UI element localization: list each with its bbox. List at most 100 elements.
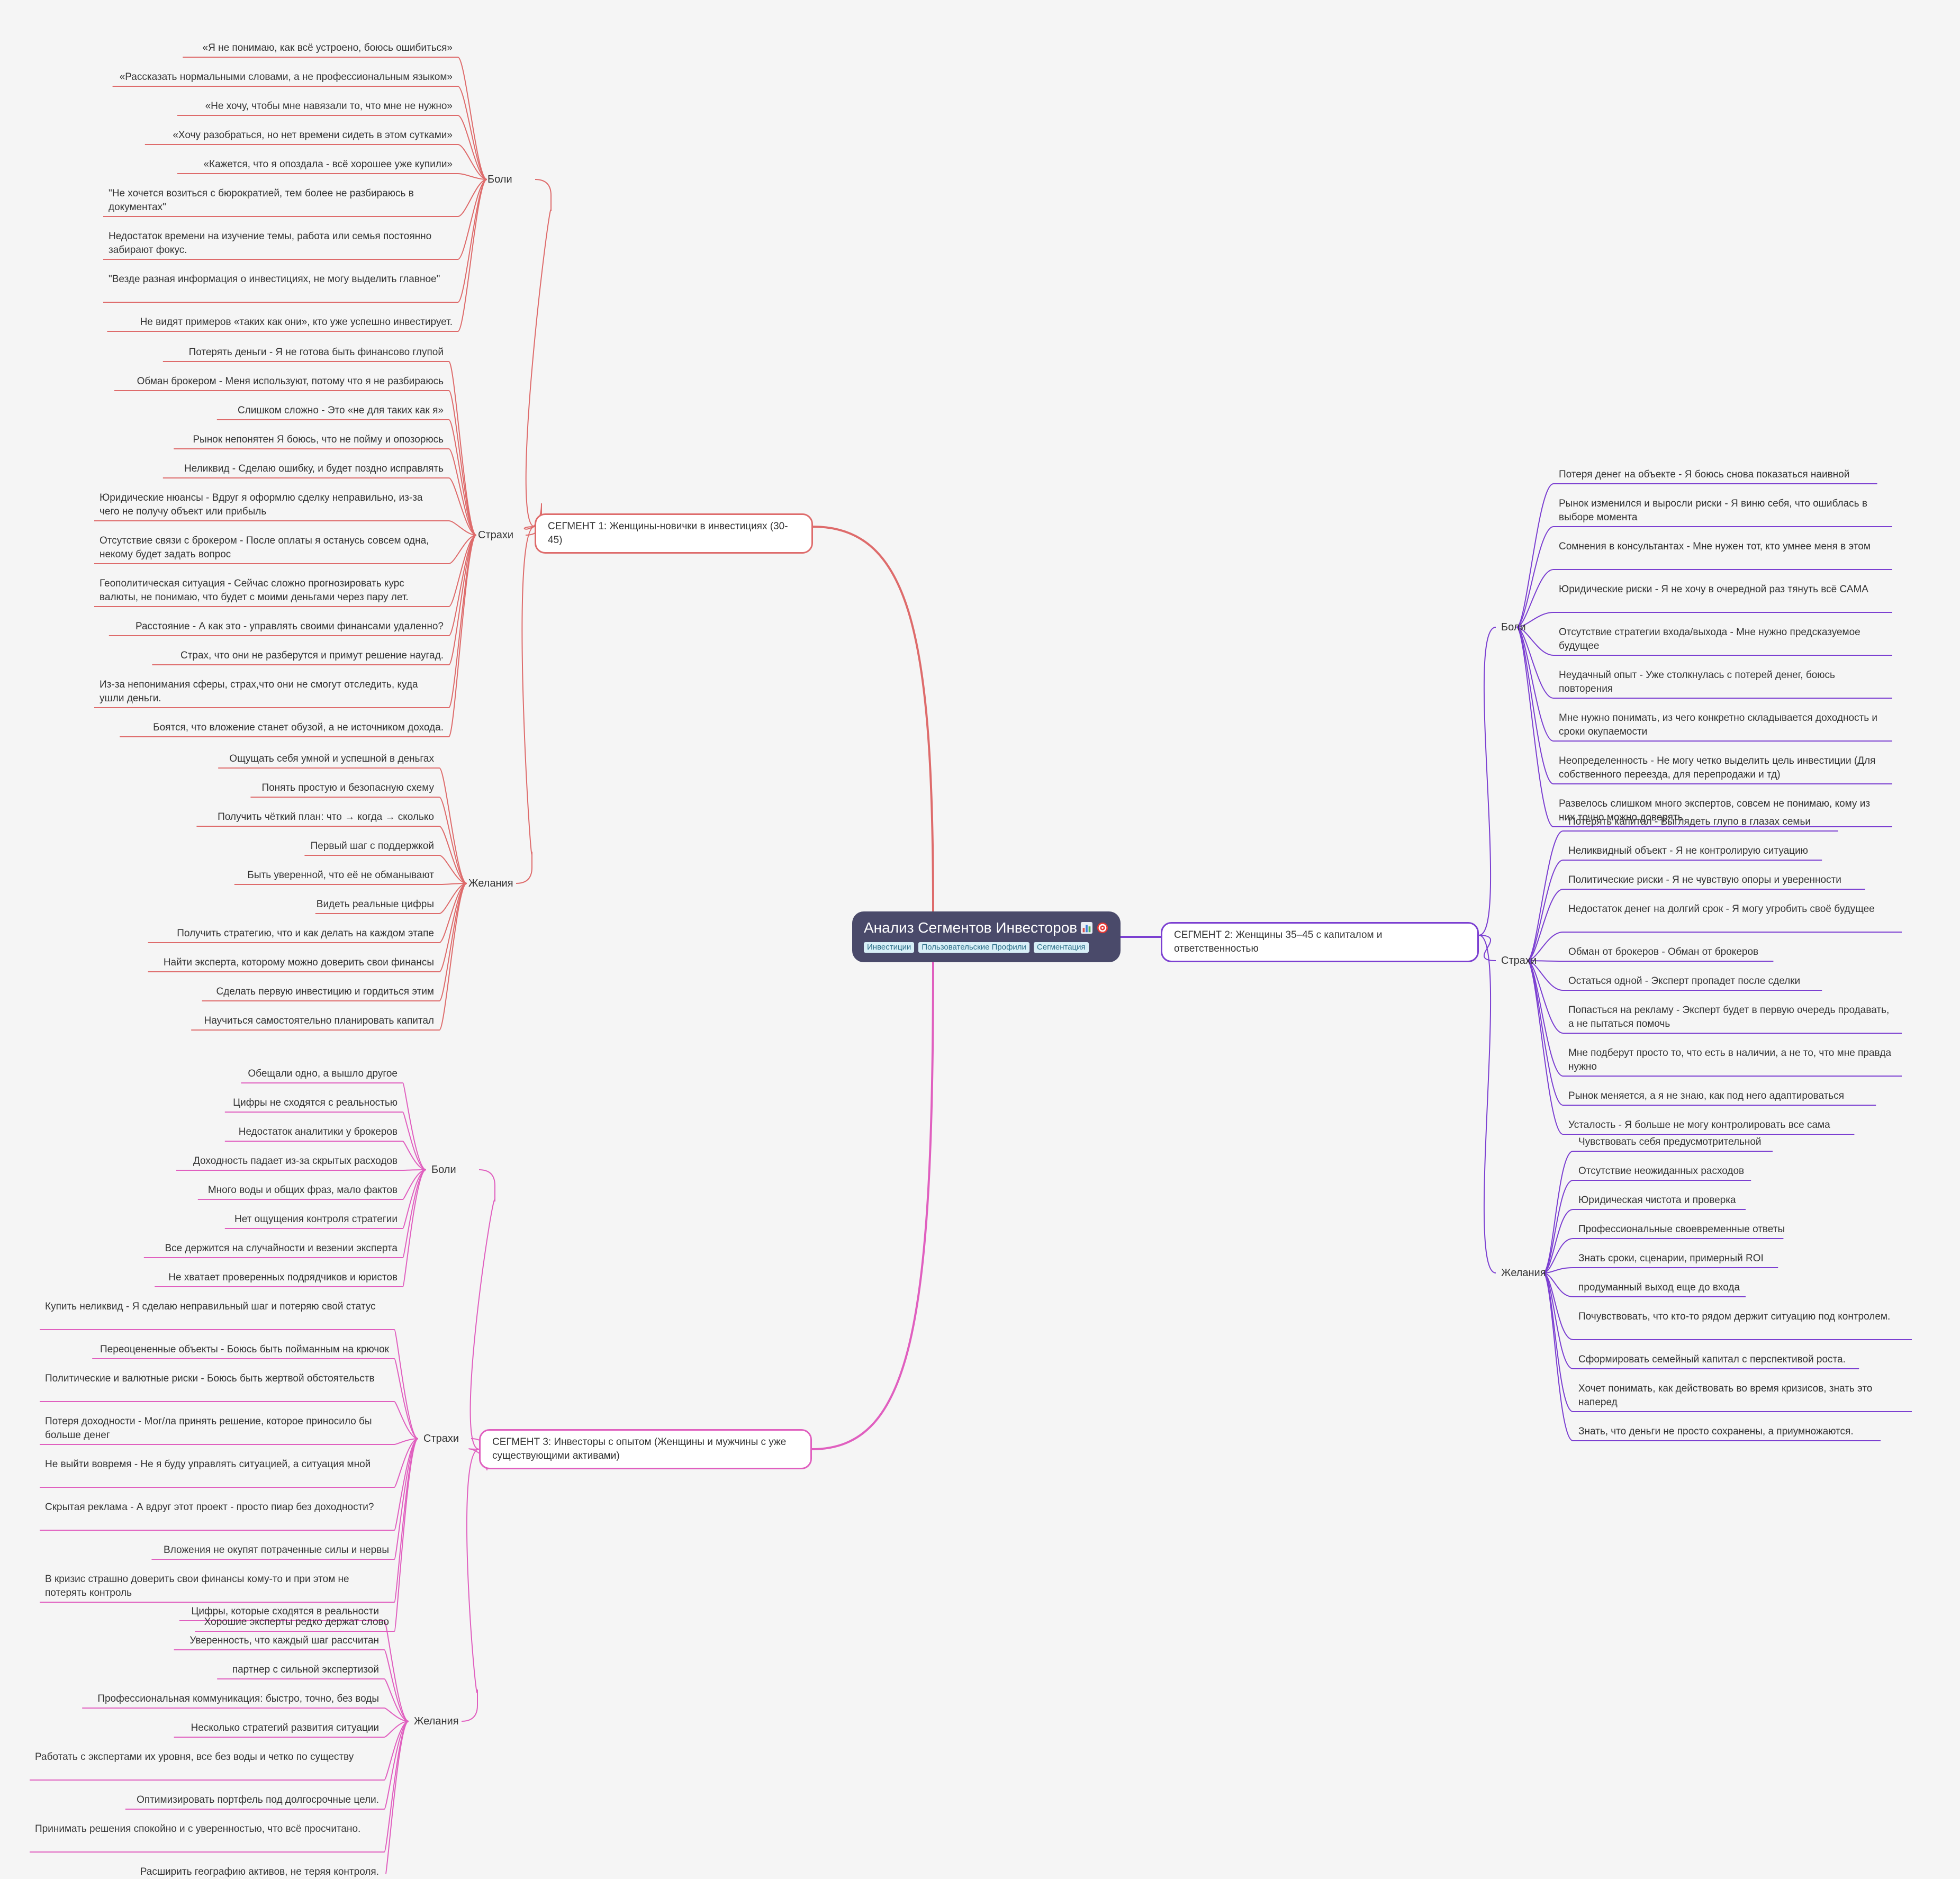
segment-2-category-pains[interactable]: Боли xyxy=(1501,621,1526,633)
segment-2-pains-item[interactable]: Неопределенность - Не могу четко выделит… xyxy=(1559,755,1876,780)
segment-3-desires-item[interactable]: Принимать решения спокойно и с увереннос… xyxy=(35,1823,361,1835)
segment-3-pains-item[interactable]: Много воды и общих фраз, мало фактов xyxy=(207,1185,398,1196)
segment-3-fears-item[interactable]: Потеря доходности - Мог/ла принять решен… xyxy=(45,1416,372,1441)
tag-segmentation[interactable]: Сегментация xyxy=(1033,942,1089,953)
segment-2-desires-item[interactable]: Юридическая чистота и проверка xyxy=(1578,1195,1736,1206)
segment-3-pains-item[interactable]: Не хватает проверенных подрядчиков и юри… xyxy=(168,1272,398,1283)
segment-3-fears-item[interactable]: Хорошие эксперты редко держат слово xyxy=(204,1616,389,1628)
segment-3-pains-item[interactable]: Цифры не сходятся с реальностью xyxy=(233,1097,398,1108)
segment-1-desires-item[interactable]: Найти эксперта, которому можно доверить … xyxy=(163,957,434,968)
segment-1-fears-item[interactable]: Расстояние - А как это - управлять своим… xyxy=(135,621,444,632)
segment-3-category-desires[interactable]: Желания xyxy=(414,1715,459,1727)
segment-1-fears-item[interactable]: Страх, что они не разберутся и примут ре… xyxy=(180,650,444,661)
segment-1-desires-item[interactable]: Получить чёткий план: что → когда → скол… xyxy=(218,811,434,823)
segment-1-pains-item[interactable]: "Везде разная информация о инвестициях, … xyxy=(109,274,440,285)
segment-1-category-fears[interactable]: Страхи xyxy=(478,529,514,541)
segment-2-fears-item[interactable]: Мне подберут просто то, что есть в налич… xyxy=(1568,1047,1892,1072)
segment-3-pains-item[interactable]: Нет ощущения контроля стратегии xyxy=(234,1214,398,1225)
segment-1-category-pains[interactable]: Боли xyxy=(487,174,512,185)
segment-1-pains-item[interactable]: «Кажется, что я опоздала - всё хорошее у… xyxy=(203,159,453,170)
segment-2-pains-item[interactable]: Потеря денег на объекте - Я боюсь снова … xyxy=(1559,469,1850,480)
segment-3-fears-item[interactable]: Вложения не окупят потраченные силы и не… xyxy=(164,1544,389,1556)
segment-2-fears-item[interactable]: Усталость - Я больше не могу контролиров… xyxy=(1568,1119,1830,1131)
segment-1-pains-item[interactable]: «Хочу разобраться, но нет времени сидеть… xyxy=(173,130,453,141)
segment-3-fears-item[interactable]: Не выйти вовремя - Не я буду управлять с… xyxy=(45,1459,371,1470)
segment-1-category-desires[interactable]: Желания xyxy=(468,878,513,889)
segment-3-pains-item[interactable]: Все держится на случайности и везении эк… xyxy=(165,1243,398,1254)
segment-2-fears-item[interactable]: Неликвидный объект - Я не контролирую си… xyxy=(1568,845,1808,856)
segment-1-fears-item[interactable]: Неликвид - Сделаю ошибку, и будет поздно… xyxy=(184,463,444,474)
segment-2-pains-item[interactable]: Мне нужно понимать, из чего конкретно ск… xyxy=(1559,712,1877,737)
segment-3-fears-item[interactable]: В кризис страшно доверить свои финансы к… xyxy=(45,1574,349,1598)
tag-investments[interactable]: Инвестиции xyxy=(864,942,915,953)
segment-3-desires-item[interactable]: Профессиональная коммуникация: быстро, т… xyxy=(97,1693,379,1704)
segment-3-category-fears[interactable]: Страхи xyxy=(423,1433,459,1444)
segment-1-desires-item[interactable]: Понять простую и безопасную схему xyxy=(261,782,434,793)
segment-2-fears-item[interactable]: Попасться на рекламу - Эксперт будет в п… xyxy=(1568,1005,1890,1029)
segment-2-pains-item[interactable]: Юридические риски - Я не хочу в очередно… xyxy=(1559,584,1868,595)
segment-1-desires-item[interactable]: Сделать первую инвестицию и гордиться эт… xyxy=(216,986,434,997)
segment-1-fears-item[interactable]: Потерять деньги - Я не готова быть финан… xyxy=(188,347,444,358)
segment-2-desires-item[interactable]: Отсутствие неожиданных расходов xyxy=(1578,1166,1745,1177)
segment-2-pains-item[interactable]: Развелось слишком много экспертов, совсе… xyxy=(1559,798,1871,823)
root-topic[interactable]: Анализ Сегментов Инвесторов Инвестиции П… xyxy=(852,911,1121,962)
segment-1-pains-item[interactable]: «Я не понимаю, как всё устроено, боюсь о… xyxy=(202,42,453,53)
segment-1-pains-item[interactable]: «Рассказать нормальными словами, а не пр… xyxy=(119,71,453,83)
segment-2-category-fears[interactable]: Страхи xyxy=(1501,955,1537,966)
segment-1-fears-item[interactable]: Юридические нюансы - Вдруг я оформлю сде… xyxy=(100,492,423,517)
segment-1-pains-item[interactable]: «Не хочу, чтобы мне навязали то, что мне… xyxy=(205,101,453,112)
segment-3-category-pains[interactable]: Боли xyxy=(431,1164,456,1176)
segment-3-pains-item[interactable]: Недостаток аналитики у брокеров xyxy=(238,1126,398,1137)
segment-2-fears-item[interactable]: Недостаток денег на долгий срок - Я могу… xyxy=(1568,904,1875,915)
segment-1-fears-item[interactable]: Геополитическая ситуация - Сейчас сложно… xyxy=(100,578,409,603)
segment-3-desires-item[interactable]: Оптимизировать портфель под долгосрочные… xyxy=(137,1794,379,1805)
segment-2-desires-item[interactable]: Знать сроки, сценарии, примерный ROI xyxy=(1578,1253,1764,1264)
segment-3-desires-item[interactable]: Цифры, которые сходятся в реальности xyxy=(191,1606,379,1617)
segment-2-fears-item[interactable]: Обман от брокеров - Обман от брокеров xyxy=(1568,946,1759,957)
segment-2-desires-item[interactable]: продуманный выход еще до входа xyxy=(1578,1282,1740,1293)
segment-1-pains-item[interactable]: Недостаток времени на изучение темы, раб… xyxy=(109,231,432,256)
segment-1-fears-item[interactable]: Боятся, что вложение станет обузой, а не… xyxy=(153,722,444,733)
segment-2-desires-item[interactable]: Хочет понимать, как действовать во время… xyxy=(1578,1383,1873,1408)
segment-1-desires-item[interactable]: Видеть реальные цифры xyxy=(316,899,434,910)
segment-1-fears-item[interactable]: Из-за непонимания сферы, страх,что они н… xyxy=(100,679,418,704)
segment-3-desires-item[interactable]: Уверенность, что каждый шаг рассчитан xyxy=(189,1635,379,1646)
segment-2-desires-item[interactable]: Сформировать семейный капитал с перспект… xyxy=(1578,1354,1846,1365)
segment-2-pains-item[interactable]: Отсутствие стратегии входа/выхода - Мне … xyxy=(1559,627,1860,652)
segment-2-pains-item[interactable]: Сомнения в консультантах - Мне нужен тот… xyxy=(1559,541,1871,552)
segment-3-desires-item[interactable]: партнер с сильной экспертизой xyxy=(232,1664,379,1675)
segment-2-fears-item[interactable]: Рынок меняется, а я не знаю, как под нег… xyxy=(1568,1090,1844,1101)
segment-3-desires-item[interactable]: Несколько стратегий развития ситуации xyxy=(191,1722,379,1733)
segment-1-desires-item[interactable]: Первый шаг с поддержкой xyxy=(310,841,434,852)
segment-1-pains-item[interactable]: "Не хочется возиться с бюрократией, тем … xyxy=(109,188,414,213)
segment-3-fears-item[interactable]: Скрытая реклама - А вдруг этот проект - … xyxy=(45,1502,374,1513)
segment-3-pains-item[interactable]: Обещали одно, а вышло другое xyxy=(248,1068,398,1079)
segment-2-desires-item[interactable]: Профессиональные своевременные ответы xyxy=(1578,1224,1785,1235)
segment-3-fears-item[interactable]: Переоцененные объекты - Боюсь быть пойма… xyxy=(100,1344,389,1355)
segment-2-desires-item[interactable]: Почувствовать, что кто-то рядом держит с… xyxy=(1578,1311,1891,1322)
segment-1-pains-item[interactable]: Не видят примеров «таких как они», кто у… xyxy=(140,317,453,328)
segment-3-topic[interactable]: СЕГМЕНТ 3: Инвесторы с опытом (Женщины и… xyxy=(479,1429,812,1469)
segment-1-desires-item[interactable]: Быть уверенной, что её не обманывают xyxy=(247,870,434,881)
segment-2-category-desires[interactable]: Желания xyxy=(1501,1267,1546,1279)
segment-2-fears-item[interactable]: Политические риски - Я не чувствую опоры… xyxy=(1568,874,1841,886)
segment-2-desires-item[interactable]: Знать, что деньги не просто сохранены, а… xyxy=(1578,1426,1854,1437)
segment-3-pains-item[interactable]: Доходность падает из-за скрытых расходов xyxy=(193,1155,398,1167)
segment-3-fears-item[interactable]: Политические и валютные риски - Боюсь бы… xyxy=(45,1373,375,1384)
segment-3-desires-item[interactable]: Расширить географию активов, не теряя ко… xyxy=(140,1866,379,1877)
segment-1-desires-item[interactable]: Научиться самостоятельно планировать кап… xyxy=(204,1015,434,1026)
segment-2-topic[interactable]: СЕГМЕНТ 2: Женщины 35–45 с капиталом и о… xyxy=(1161,922,1479,962)
segment-2-fears-item[interactable]: Остаться одной - Эксперт пропадет после … xyxy=(1568,975,1801,987)
segment-2-pains-item[interactable]: Неудачный опыт - Уже столкнулась с потер… xyxy=(1559,670,1835,694)
segment-3-fears-item[interactable]: Купить неликвид - Я сделаю неправильный … xyxy=(45,1301,376,1312)
segment-1-fears-item[interactable]: Обман брокером - Меня используют, потому… xyxy=(137,376,444,387)
segment-2-fears-item[interactable]: Потерять капитал - Выглядеть глупо в гла… xyxy=(1568,816,1811,827)
tag-user-profiles[interactable]: Пользовательские Профили xyxy=(918,942,1029,953)
segment-1-fears-item[interactable]: Слишком сложно - Это «не для таких как я… xyxy=(237,405,444,416)
segment-3-desires-item[interactable]: Работать с экспертами их уровня, все без… xyxy=(35,1751,354,1763)
segment-1-topic[interactable]: СЕГМЕНТ 1: Женщины-новички в инвестициях… xyxy=(535,513,813,554)
segment-1-desires-item[interactable]: Ощущать себя умной и успешной в деньгах xyxy=(229,753,434,764)
segment-2-pains-item[interactable]: Рынок изменился и выросли риски - Я виню… xyxy=(1559,498,1867,523)
segment-1-fears-item[interactable]: Отсутствие связи с брокером - После опла… xyxy=(100,535,429,560)
segment-2-desires-item[interactable]: Чувствовать себя предусмотрительной xyxy=(1578,1136,1762,1148)
